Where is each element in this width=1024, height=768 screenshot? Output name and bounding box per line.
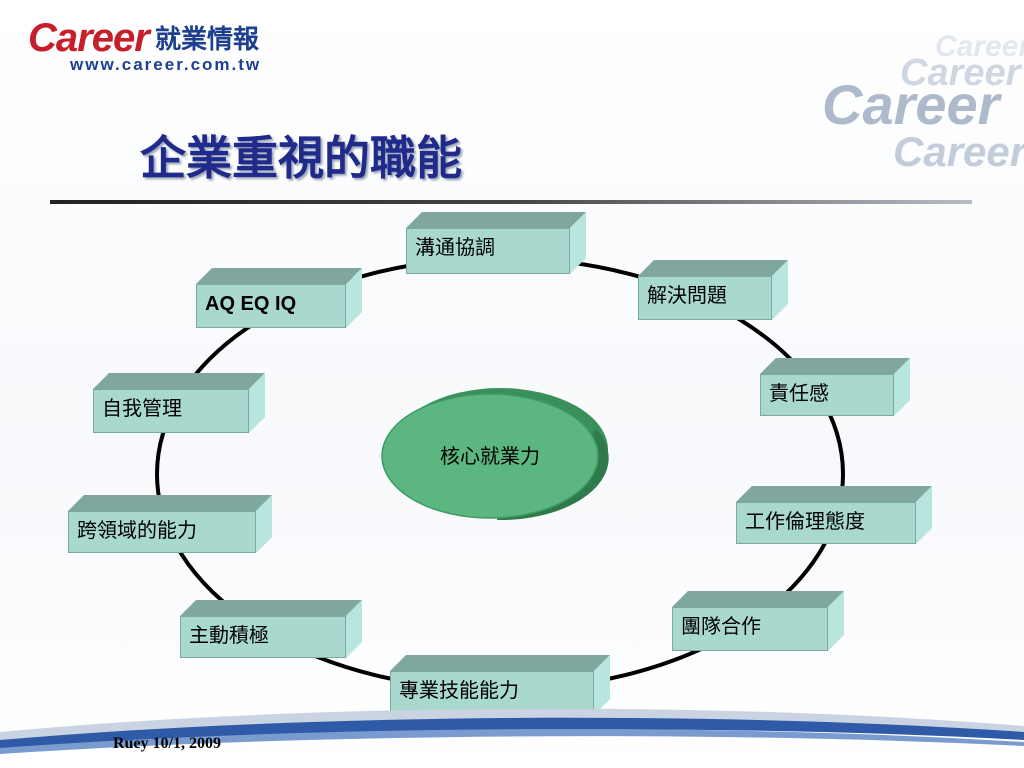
competency-label: 專業技能能力 xyxy=(390,671,594,715)
competency-label: 解決問題 xyxy=(638,276,772,320)
title-divider xyxy=(50,200,972,204)
footer-date: Ruey 10/1, 2009 xyxy=(113,735,221,752)
logo-career-word: Career xyxy=(28,16,150,60)
footer-swoosh xyxy=(0,708,1024,754)
competency-box-professional-skills: 專業技能能力 xyxy=(390,655,610,715)
competency-label: 工作倫理態度 xyxy=(736,502,916,544)
watermark-career: Career xyxy=(822,73,1000,136)
watermark-career: Career xyxy=(893,128,1024,175)
competency-box-responsibility: 責任感 xyxy=(760,358,910,416)
slide-title: 企業重視的職能 xyxy=(140,131,462,185)
watermark-career: Career xyxy=(900,52,1021,94)
competency-label: 責任感 xyxy=(760,374,894,416)
watermark-career: Career xyxy=(935,30,1024,63)
competency-label: 跨領域的能力 xyxy=(68,511,256,553)
competency-label: 自我管理 xyxy=(93,389,249,433)
competency-box-communication: 溝通協調 xyxy=(406,212,586,274)
competency-box-aq-eq-iq: AQ EQ IQ xyxy=(196,268,362,328)
competency-label: 主動積極 xyxy=(180,616,346,658)
competency-box-teamwork: 團隊合作 xyxy=(672,591,844,651)
competency-box-problem-solving: 解決問題 xyxy=(638,260,788,320)
competency-label: AQ EQ IQ xyxy=(196,284,346,328)
competency-box-cross-domain: 跨領域的能力 xyxy=(68,495,272,553)
logo-url: www.career.com.tw xyxy=(70,55,262,74)
competency-label: 溝通協調 xyxy=(406,228,570,274)
competency-box-work-ethic: 工作倫理態度 xyxy=(736,486,932,544)
center-label: 核心就業力 xyxy=(440,444,540,468)
center-ellipse xyxy=(381,388,609,521)
competency-box-initiative: 主動積極 xyxy=(180,600,362,658)
competency-box-self-management: 自我管理 xyxy=(93,373,265,433)
competency-label: 團隊合作 xyxy=(672,607,828,651)
logo-chinese-text: 就業情報 xyxy=(155,25,260,55)
